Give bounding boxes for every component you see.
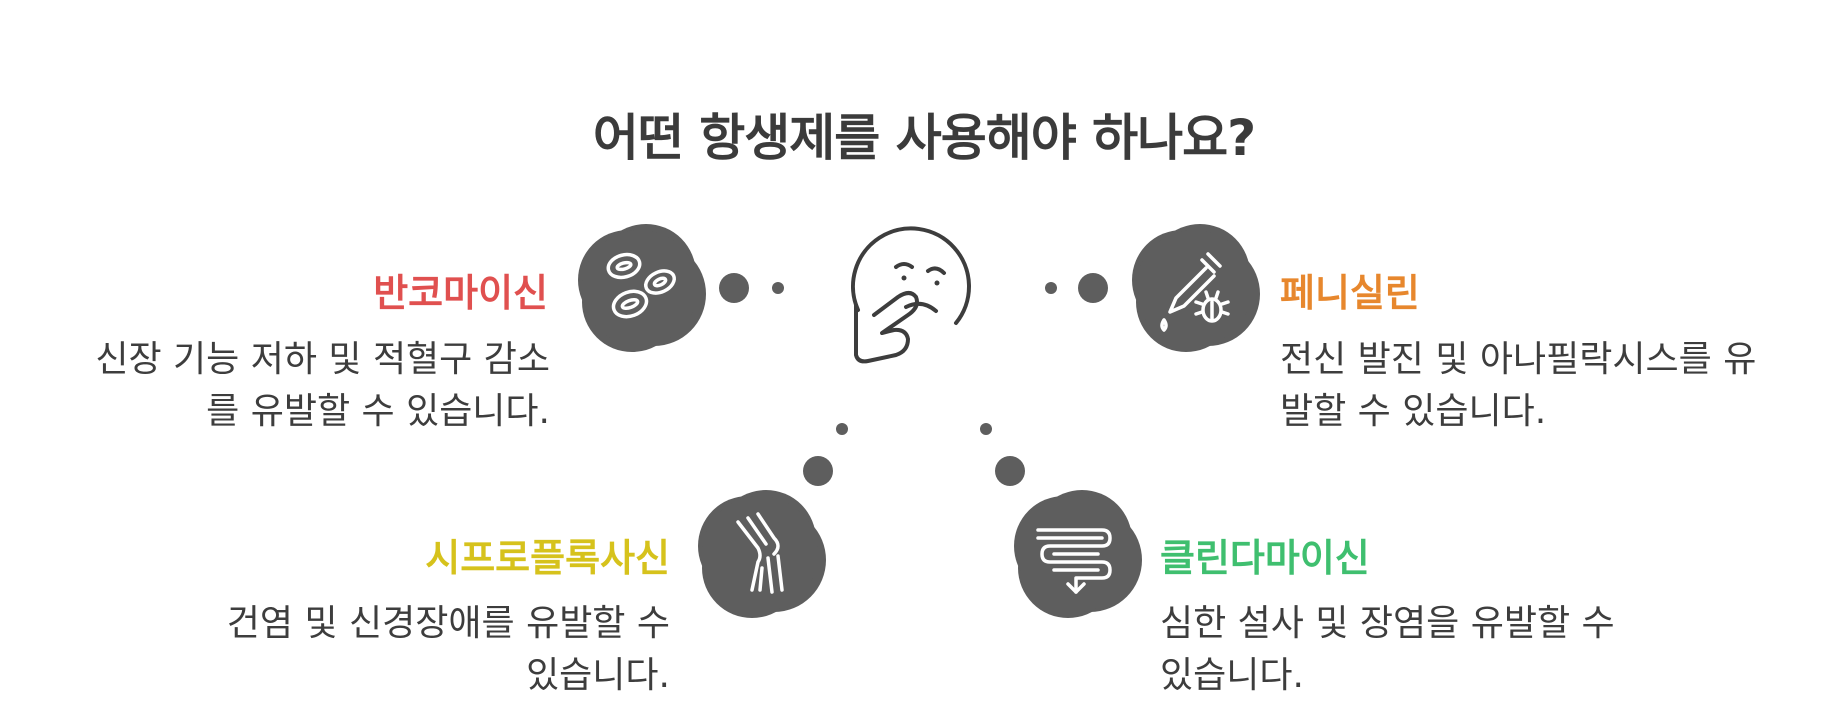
item-description-line: 있습니다. [1160,655,1304,696]
intestine-icon [1036,528,1112,594]
icon-blob-penicillin [1136,230,1252,346]
icon-blob-ciprofloxacin [702,496,818,612]
dropper-bug-icon [1160,252,1230,332]
item-description-line: 심한 설사 및 장염을 유발할 수 [1160,603,1615,644]
connector-dot-lowerleft-small [836,423,848,435]
item-heading-vancomycin: 반코마이신 [373,271,548,315]
item-heading-penicillin: 페니실린 [1280,271,1420,315]
item-description-penicillin: 전신 발진 및 아나필락시스를 유 발할 수 있습니다. [1280,334,1820,438]
connector-dot-lowerleft-large [803,456,833,486]
connector-dot-left-small [772,282,784,294]
item-description-line: 발할 수 있습니다. [1280,391,1547,432]
item-description-line: 있습니다. [526,655,670,696]
item-description-ciprofloxacin: 건염 및 신경장애를 유발할 수 있습니다. [160,598,670,702]
connector-dot-left-large [719,273,749,303]
icon-blob-clindamycin [1018,496,1134,612]
item-description-clindamycin: 심한 설사 및 장염을 유발할 수 있습니다. [1160,598,1680,702]
knee-joint-icon [736,512,784,594]
connector-dot-right-large [1078,273,1108,303]
connector-dot-lowerright-small [980,423,992,435]
item-heading-clindamycin: 클린다마이신 [1160,536,1370,580]
thinking-face-icon [850,226,971,364]
item-description-line: 를 유발할 수 있습니다. [206,391,550,432]
connector-dot-lowerright-large [995,456,1025,486]
blood-cells-icon [606,252,676,319]
item-heading-ciprofloxacin: 시프로플록사신 [425,536,670,580]
connector-dot-right-small [1045,282,1057,294]
diagram-title: 어떤 항생제를 사용해야 하나요? [592,109,1256,167]
item-description-vancomycin: 신장 기능 저하 및 적혈구 감소 를 유발할 수 있습니다. [40,334,550,438]
item-description-line: 전신 발진 및 아나필락시스를 유 [1280,339,1757,380]
item-description-line: 건염 및 신경장애를 유발할 수 [226,603,670,644]
icon-blob-vancomycin [582,230,698,346]
item-description-line: 신장 기능 저하 및 적혈구 감소 [95,339,550,380]
